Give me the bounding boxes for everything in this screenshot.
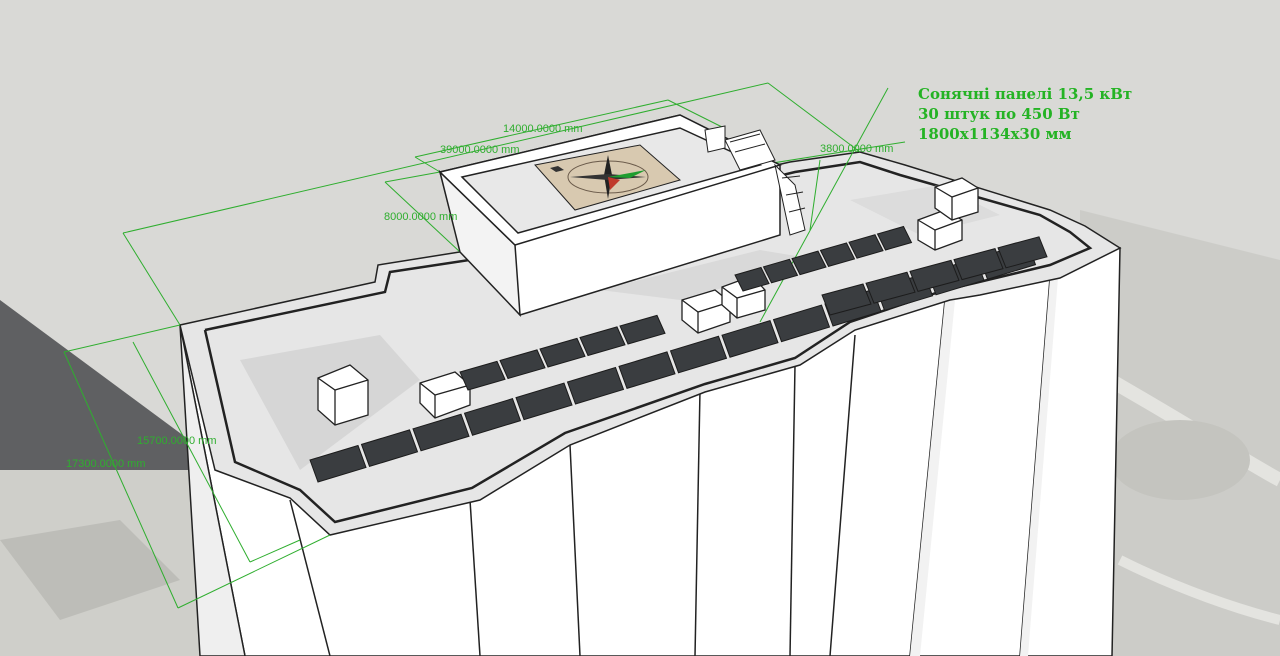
road — [1117, 555, 1280, 625]
solar-panel — [997, 236, 1048, 269]
dimension-label-17300: 17300.0000 mm — [66, 458, 146, 470]
dimension-label-3800: 3800.0000 mm — [820, 143, 893, 155]
solar-panel — [721, 320, 779, 358]
roof-shadow — [600, 250, 820, 300]
solar-panel — [772, 304, 831, 343]
dimension-label-15700: 15700.0000 mm — [137, 435, 217, 447]
roof-stairs — [704, 125, 806, 236]
solar-panel — [819, 242, 856, 267]
solar-panel — [412, 413, 470, 452]
solar-panel — [619, 314, 666, 345]
solar-panel — [459, 360, 506, 391]
solar-panel — [309, 444, 367, 483]
solar-panel — [734, 266, 770, 292]
solar-panel — [909, 259, 960, 292]
solar-panel — [618, 351, 676, 390]
fin-shade — [910, 300, 955, 656]
solar-panel — [463, 398, 522, 436]
terrain-patch — [0, 520, 180, 620]
solar-panel — [539, 337, 586, 368]
fin-shade — [1020, 278, 1058, 656]
annotation-line-2: 30 штук по 450 Вт — [918, 105, 1080, 123]
solar-panel — [499, 349, 546, 380]
dimension-label-8000: 8000.0000 mm — [384, 211, 457, 223]
solar-panel — [579, 326, 626, 357]
annotation-line-1: Сонячні панелі 13,5 кВт — [918, 85, 1132, 103]
solar-panel — [762, 258, 799, 284]
solar-panel — [821, 283, 872, 316]
helicopter-icon — [550, 166, 564, 172]
terrain-patch — [1110, 420, 1250, 500]
solar-panel — [669, 335, 728, 374]
annotation-line-3: 1800x1134x30 мм — [918, 125, 1072, 143]
solar-panel — [360, 429, 419, 468]
solar-panel — [953, 248, 1004, 281]
shadow-area — [0, 300, 230, 470]
solar-panel — [848, 234, 884, 259]
vent-boxes — [317, 177, 979, 426]
compass-rose-icon — [567, 155, 649, 199]
dimension-label-14000: 14000.0000 mm — [503, 123, 583, 135]
solar-panel — [876, 225, 913, 251]
solar-panel — [791, 250, 827, 276]
solar-panel — [515, 382, 573, 421]
solar-panel — [566, 366, 625, 405]
solar-panel — [865, 271, 916, 304]
dimension-label-39000: 39000.0000 mm — [440, 144, 520, 156]
solar-panels — [309, 225, 1048, 483]
